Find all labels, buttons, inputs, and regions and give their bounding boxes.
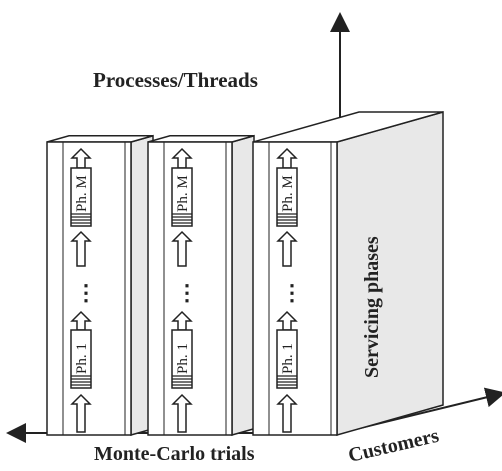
ellipsis: ⋮: [281, 280, 303, 305]
ellipsis: ⋮: [75, 280, 97, 305]
phase-m-box-label: Ph. M: [74, 175, 90, 212]
phase-1-box-label: Ph. 1: [74, 343, 90, 374]
phase-box-outline: [171, 329, 193, 389]
phase-box-outline: [70, 167, 92, 227]
phase-m-box: Ph. M: [276, 167, 298, 227]
up-arrow-icon: [276, 230, 298, 267]
ellipsis: ⋮: [176, 280, 198, 305]
phase-1-box: Ph. 1: [70, 329, 92, 389]
up-arrow-icon: [171, 393, 193, 433]
customers-label: Customers: [346, 425, 441, 467]
phase-box-outline: [276, 167, 298, 227]
block-3: Ph. M ⋮ Ph. 1: [252, 111, 444, 436]
block-3-side-face: [336, 111, 444, 436]
phase-1-box-label: Ph. 1: [280, 343, 296, 374]
phase-m-box-label: Ph. M: [280, 175, 296, 212]
phase-m-box: Ph. M: [70, 167, 92, 227]
servicing-phases-label: Servicing phases: [361, 236, 383, 378]
bottom-label: Monte-Carlo trials: [94, 443, 255, 465]
block-2-side-face: [231, 134, 255, 436]
up-arrow-icon: [70, 230, 92, 267]
block-1: Ph. M ⋮ Ph. 1: [46, 134, 154, 436]
phase-m-box-label: Ph. M: [175, 175, 191, 212]
up-arrow-icon: [171, 230, 193, 267]
phase-box-outline: [171, 167, 193, 227]
up-arrow-icon: [276, 393, 298, 433]
phase-1-box-label: Ph. 1: [175, 343, 191, 374]
up-arrow-icon: [70, 393, 92, 433]
phase-box-outline: [276, 329, 298, 389]
phase-m-box: Ph. M: [171, 167, 193, 227]
top-label: Processes/Threads: [93, 68, 258, 92]
block-2: Ph. M ⋮ Ph. 1: [147, 134, 255, 436]
phase-1-box: Ph. 1: [171, 329, 193, 389]
phase-1-box: Ph. 1: [276, 329, 298, 389]
phase-box-outline: [70, 329, 92, 389]
